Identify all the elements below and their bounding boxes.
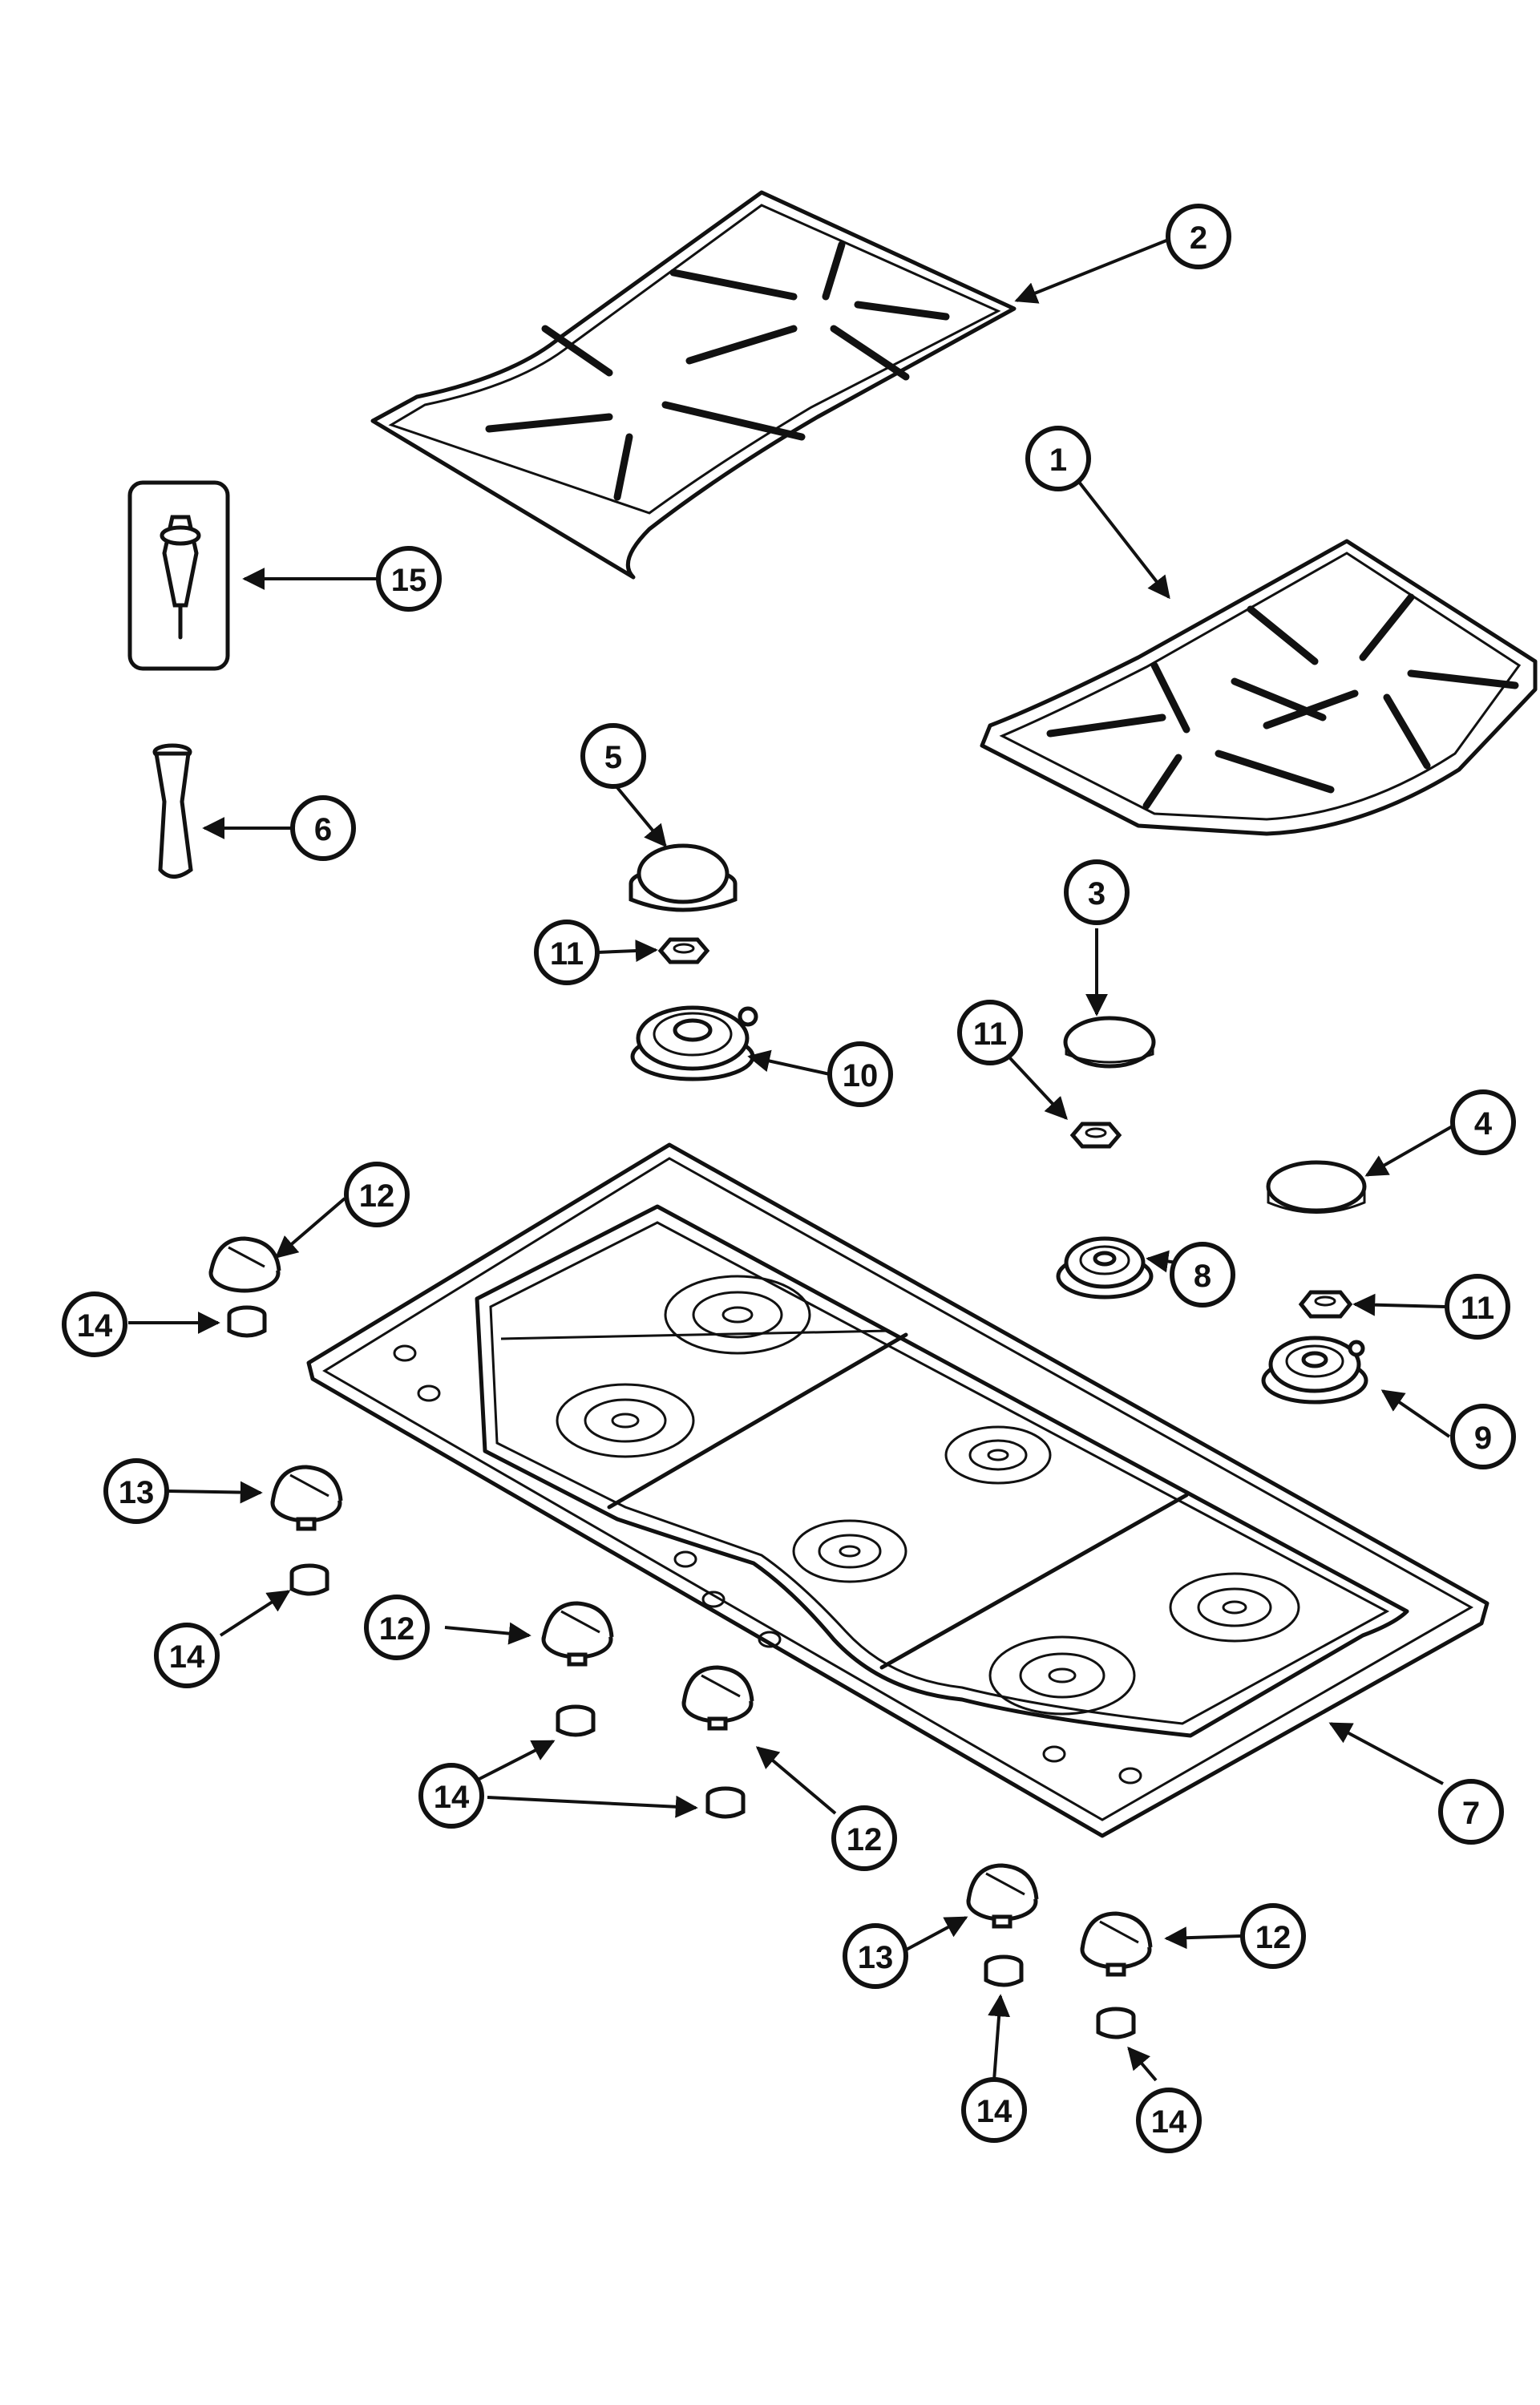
svg-text:7: 7 <box>1462 1796 1480 1831</box>
svg-text:14: 14 <box>169 1639 205 1675</box>
knob-13a <box>270 1465 343 1531</box>
knob-13b <box>966 1863 1039 1929</box>
cooktop-burner-5 <box>1169 1572 1300 1643</box>
svg-text:11: 11 <box>973 1017 1007 1052</box>
bezel-14b <box>289 1563 329 1596</box>
bezel-14a <box>227 1305 267 1338</box>
svg-text:9: 9 <box>1474 1421 1492 1456</box>
burner-head-small <box>1056 1236 1154 1300</box>
hex-nut-c <box>1298 1290 1353 1319</box>
callout-9: 9 <box>1450 1404 1516 1469</box>
bezel-14f <box>1096 2007 1136 2039</box>
hex-nut-a <box>657 937 710 964</box>
callout-14-c: 14 <box>418 1763 484 1829</box>
callout-8: 8 <box>1170 1242 1235 1308</box>
callout-14-a: 14 <box>62 1291 127 1357</box>
svg-text:13: 13 <box>119 1475 155 1510</box>
callout-4: 4 <box>1450 1089 1516 1155</box>
callout-12-c: 12 <box>831 1805 897 1871</box>
svg-text:12: 12 <box>379 1611 415 1647</box>
knob-12d <box>1080 1911 1153 1977</box>
cooktop-burner-6 <box>988 1635 1136 1716</box>
boxed-tool <box>127 480 230 671</box>
callout-14-b: 14 <box>154 1623 220 1688</box>
callout-6: 6 <box>290 795 356 861</box>
knob-12b <box>541 1601 614 1667</box>
bezel-14d <box>705 1786 746 1819</box>
cooktop-burner-1 <box>664 1275 811 1355</box>
cooktop-burner-4 <box>792 1519 907 1583</box>
cooktop-burner-3 <box>944 1425 1052 1485</box>
callout-14-e: 14 <box>1136 2088 1202 2153</box>
svg-text:15: 15 <box>391 563 427 598</box>
svg-text:2: 2 <box>1190 220 1207 256</box>
svg-text:14: 14 <box>77 1308 113 1344</box>
callout-11-c: 11 <box>1445 1274 1510 1340</box>
svg-text:10: 10 <box>843 1058 879 1093</box>
svg-text:12: 12 <box>1255 1920 1291 1955</box>
grate-rear <box>370 190 1017 580</box>
callout-3: 3 <box>1064 859 1130 925</box>
svg-text:8: 8 <box>1194 1259 1211 1294</box>
burner-cap-large <box>629 843 738 912</box>
svg-text:13: 13 <box>858 1940 894 1975</box>
callout-15: 15 <box>376 546 442 612</box>
cooktop-burner-2 <box>556 1383 695 1458</box>
burner-cap-small <box>1063 1016 1156 1069</box>
svg-text:4: 4 <box>1474 1106 1493 1142</box>
callout-12-d: 12 <box>1240 1903 1306 1969</box>
svg-text:1: 1 <box>1049 443 1067 478</box>
svg-text:6: 6 <box>314 812 332 847</box>
callout-2: 2 <box>1166 204 1231 269</box>
callout-13-a: 13 <box>103 1458 169 1524</box>
knob-12a <box>208 1236 281 1293</box>
hex-nut-b <box>1069 1122 1122 1149</box>
callout-7: 7 <box>1438 1779 1504 1845</box>
callout-10: 10 <box>827 1041 893 1107</box>
callout-5: 5 <box>580 723 646 789</box>
svg-text:12: 12 <box>847 1822 883 1857</box>
burner-head-large <box>630 1005 758 1081</box>
svg-text:14: 14 <box>1151 2104 1187 2140</box>
callout-11-a: 11 <box>534 920 600 985</box>
callout-13-b: 13 <box>843 1923 908 1989</box>
svg-text:5: 5 <box>604 740 622 775</box>
igniter-sleeve <box>152 743 193 879</box>
burner-head-medium <box>1261 1336 1368 1405</box>
svg-text:14: 14 <box>976 2094 1013 2129</box>
svg-text:11: 11 <box>1461 1291 1494 1326</box>
bezel-14e <box>984 1954 1024 1987</box>
callout-12-b: 12 <box>364 1595 430 1660</box>
knob-holes <box>393 1344 1142 1785</box>
svg-text:14: 14 <box>434 1780 470 1815</box>
svg-text:12: 12 <box>359 1178 395 1214</box>
knob-12c <box>681 1665 754 1731</box>
callout-14-d: 14 <box>961 2077 1027 2143</box>
burner-cap-medium <box>1266 1160 1367 1214</box>
svg-text:3: 3 <box>1088 876 1105 911</box>
callout-12-a: 12 <box>344 1162 410 1227</box>
grate-front <box>980 539 1538 836</box>
svg-text:11: 11 <box>550 936 584 972</box>
cooktop-panel <box>306 1142 1489 1838</box>
bezel-14c <box>556 1704 596 1737</box>
callout-11-b: 11 <box>957 1000 1023 1065</box>
leader-lines <box>128 239 1456 2082</box>
callout-1: 1 <box>1025 426 1091 491</box>
